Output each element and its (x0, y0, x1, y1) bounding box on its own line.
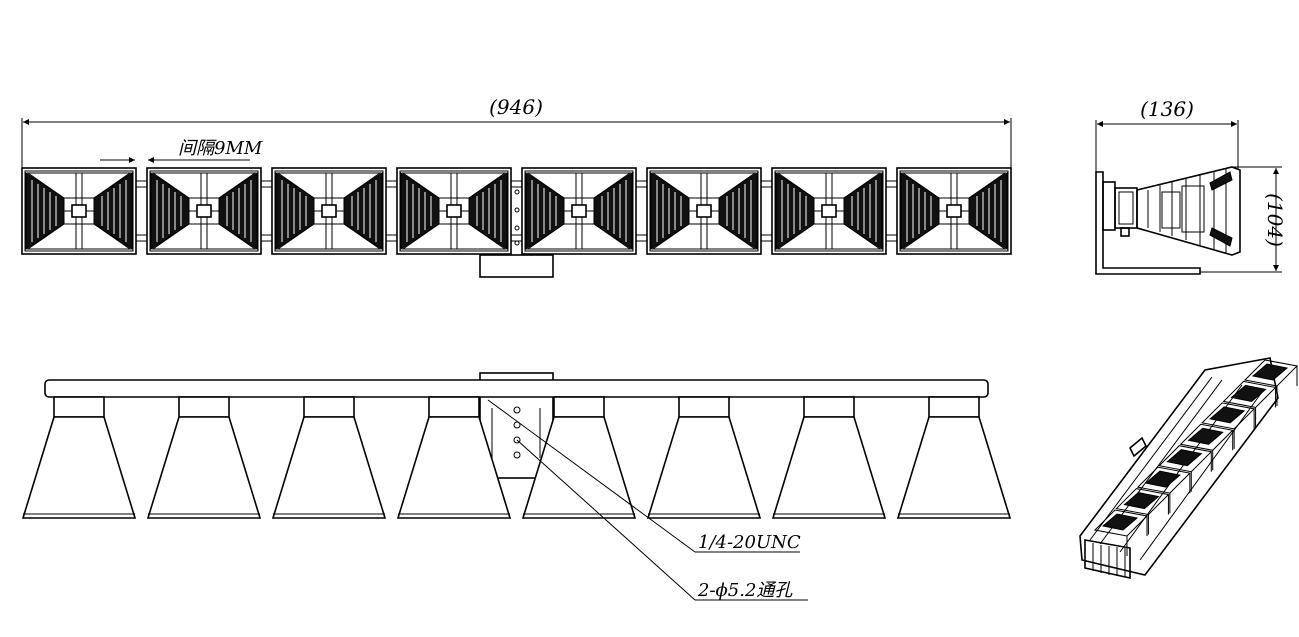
side-reflector-shade-top (1209, 171, 1233, 191)
side-l-bracket (1095, 171, 1201, 275)
top-lamp (396, 396, 512, 519)
isometric-view (1079, 357, 1299, 579)
front-lamp (146, 167, 273, 255)
thread-leader (487, 399, 696, 553)
iso-outline (1079, 357, 1279, 576)
iso-cell (1201, 402, 1256, 449)
iso-cells (1093, 359, 1299, 556)
side-screw (1120, 227, 1130, 237)
iso-cell (1243, 359, 1299, 406)
side-reflector-shade-bottom (1209, 227, 1233, 247)
mounting-rail (44, 379, 989, 398)
side-driver-box (1114, 187, 1138, 229)
side-fin-1 (1161, 191, 1181, 229)
side-height-label: (104) (1263, 193, 1287, 247)
iso-long-edges (1089, 376, 1263, 561)
bracket-hole-marks (514, 189, 520, 246)
iso-end-cap (1084, 539, 1131, 579)
overall-length-label: (946) (489, 95, 543, 119)
top-lamp (21, 396, 137, 519)
mount-bracket-front (479, 254, 554, 278)
iso-cell (1093, 509, 1149, 556)
front-lamp (521, 167, 648, 255)
front-lamp (646, 167, 773, 255)
holes-callout: 2-ϕ5.2通孔 (697, 580, 793, 601)
front-view: (946) 间隔9MM (21, 95, 1012, 278)
top-view: 1/4-20UNC 2-ϕ5.2通孔 (21, 372, 1012, 601)
top-lamp (646, 396, 762, 519)
holes-leader (516, 439, 696, 601)
iso-cell (1115, 488, 1170, 535)
top-lamp (521, 396, 637, 519)
iso-cell (1222, 380, 1277, 428)
front-lamp (21, 167, 148, 255)
top-lamp (896, 396, 1012, 519)
side-view: (136) (104) (1095, 97, 1287, 275)
side-reflector-body (1136, 166, 1241, 256)
bracket-holes-top (491, 406, 541, 459)
front-lamp (771, 167, 898, 255)
iso-cell (1136, 466, 1191, 514)
gap-label: 间隔9MM (178, 138, 263, 159)
top-lamp (146, 396, 262, 519)
iso-cell (1179, 423, 1234, 471)
top-lamps (21, 396, 1012, 519)
iso-bracket-tab (1129, 436, 1147, 458)
side-width-label: (136) (1140, 97, 1194, 121)
front-lamp (896, 167, 1012, 255)
top-lamp (271, 396, 387, 519)
iso-cell (1158, 445, 1213, 492)
side-mount-plate (1102, 181, 1116, 231)
front-lamps (21, 167, 1012, 255)
iso-end-fins (1092, 543, 1126, 577)
top-lamp (771, 396, 887, 519)
side-driver-inner (1118, 191, 1134, 225)
side-fin-2 (1181, 185, 1205, 233)
thread-callout: 1/4-20UNC (698, 532, 801, 553)
front-lamp (271, 167, 398, 255)
front-lamp (396, 167, 523, 255)
side-reflector-ribs (1147, 168, 1227, 253)
